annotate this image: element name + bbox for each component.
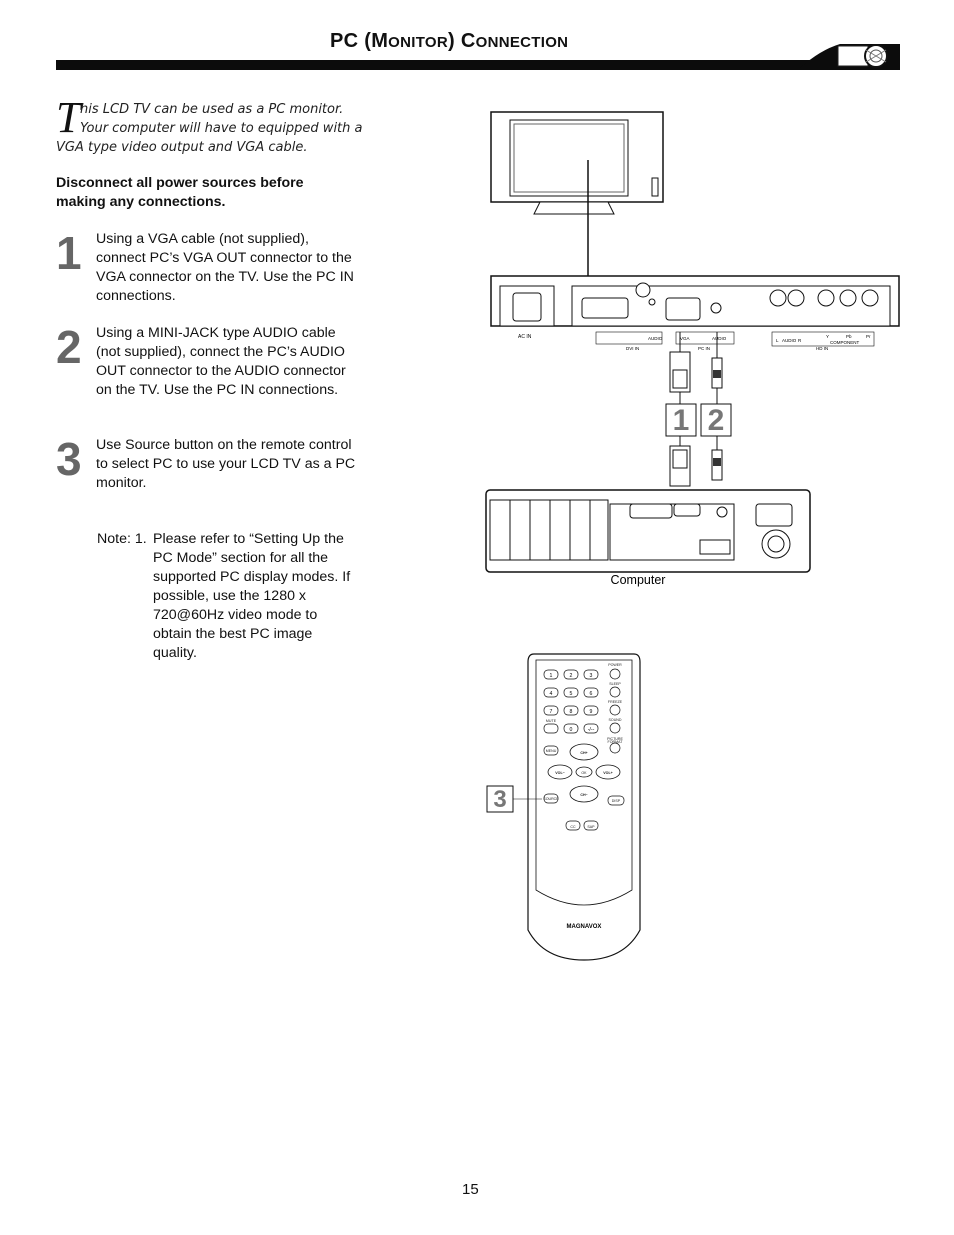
note-label: Note: 1.: [97, 531, 147, 547]
remote-key-4: 4: [550, 691, 553, 697]
remote-label-mute: MUTE: [546, 719, 557, 723]
step-3-number: 3: [56, 433, 82, 485]
remote-key-5: 5: [570, 691, 573, 697]
tv-back-panel: AC IN DVI IN AUDIO VGA AUDIO PC IN L AUD…: [490, 275, 900, 351]
panel-label-audio: AUDIO: [782, 338, 797, 343]
vga-cable: [669, 332, 691, 487]
note-text: Please refer to “Setting Up the PC Mode”…: [153, 531, 351, 661]
panel-label-pc-in: PC IN: [698, 346, 710, 351]
remote-key-2: 2: [570, 673, 573, 679]
remote-label-power: POWER: [608, 663, 622, 667]
remote-label-freeze: FREEZE: [608, 700, 623, 704]
remote-label-menu: MENU: [546, 749, 557, 753]
computer-illustration: Computer: [485, 489, 811, 587]
power-warning: Disconnect all power sources before maki…: [56, 175, 304, 210]
panel-label-pr: Pr: [866, 334, 871, 339]
intro-line-3: VGA type video output and VGA cable.: [56, 140, 308, 155]
intro-line-1: his LCD TV can be used as a PC monitor.: [80, 102, 344, 117]
callout-1: 1: [673, 404, 690, 437]
remote-label-ch-down: CH−: [580, 793, 587, 797]
remote-key-9: 9: [590, 709, 593, 715]
remote-key-0: 0: [570, 727, 573, 733]
remote-label-picture: PICTURE: [607, 737, 623, 741]
remote-label-vol-up: VOL+: [603, 771, 613, 775]
remote-label-sap: SAP: [587, 825, 595, 829]
panel-label-y: Y: [826, 334, 829, 339]
remote-key-dash: -/--: [588, 727, 595, 733]
remote-label-cc: CC: [570, 825, 576, 829]
header-rule: [56, 60, 856, 70]
callout-2: 2: [708, 404, 725, 437]
remote-label-sleep: SLEEP: [609, 682, 621, 686]
remote-label-sound: SOUND: [609, 718, 622, 722]
panel-label-hd-in: HD IN: [816, 346, 828, 351]
tv-illustration: [490, 111, 664, 276]
panel-label-component: COMPONENT: [830, 340, 860, 345]
callout-3: 3: [493, 786, 506, 813]
remote-label-ok: OK: [581, 771, 587, 775]
remote-label-format: FORMAT: [608, 740, 624, 744]
intro-dropcap: T: [56, 93, 81, 142]
panel-label-r: R: [798, 338, 802, 343]
remote-key-6: 6: [590, 691, 593, 697]
panel-label-l: L: [776, 338, 779, 343]
remote-key-8: 8: [570, 709, 573, 715]
step-1-number: 1: [56, 227, 82, 279]
panel-label-pb: Pb: [846, 334, 852, 339]
page-number: 15: [462, 1181, 479, 1198]
header-cable-graphic: [780, 44, 900, 70]
remote-key-1: 1: [550, 673, 553, 679]
connection-diagram: AC IN DVI IN AUDIO VGA AUDIO PC IN L AUD…: [485, 111, 900, 587]
step-3-text: Use Source button on the remote control …: [96, 437, 356, 491]
panel-label-dvi-in: DVI IN: [626, 346, 639, 351]
remote-label-vol-down: VOL−: [555, 771, 565, 775]
panel-label-dvi-audio: AUDIO: [648, 336, 663, 341]
panel-label-vga: VGA: [680, 336, 690, 341]
remote-key-3: 3: [590, 673, 593, 679]
computer-label: Computer: [611, 573, 666, 587]
remote-label-disp: DISP: [612, 799, 621, 803]
remote-label-source: SOURCE: [543, 797, 559, 801]
step-2-number: 2: [56, 321, 82, 373]
remote-control-illustration: 1 2 3 4 5 6 7 8 9 0 -/-- POWER SLEEP FRE…: [486, 653, 641, 961]
step-2-text: Using a MINI-JACK type AUDIO cable (not …: [96, 325, 346, 398]
remote-key-7: 7: [550, 709, 553, 715]
panel-label-pc-audio: AUDIO: [712, 336, 727, 341]
intro-line-2: Your computer will have to equipped with…: [80, 121, 363, 136]
remote-label-ch-up: CH+: [580, 751, 587, 755]
panel-label-ac-in: AC IN: [518, 334, 532, 340]
page-title: PC (MONITOR) CONNECTION: [330, 30, 569, 52]
step-1-text: Using a VGA cable (not supplied), connec…: [96, 231, 354, 304]
remote-brand: MAGNAVOX: [567, 924, 602, 930]
